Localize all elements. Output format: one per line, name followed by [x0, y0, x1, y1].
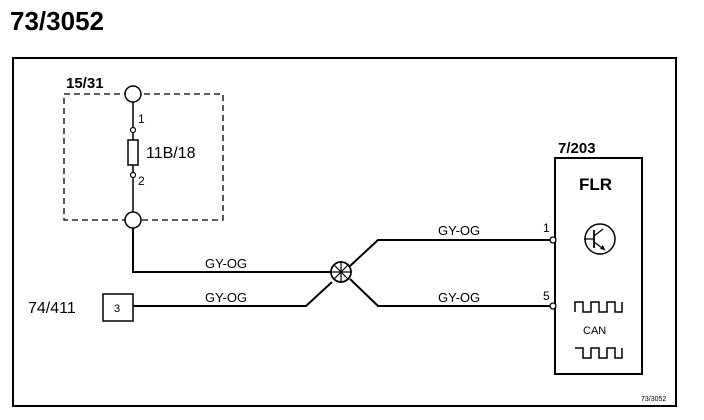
fuse-pin-bottom-label: 2: [138, 174, 145, 188]
wire-left-bottom: [133, 281, 333, 307]
module-box: [554, 157, 643, 375]
module-name: FLR: [579, 175, 612, 194]
wire-right-top: [349, 239, 550, 267]
fuse-terminal-bottom: [124, 211, 142, 229]
fuse-box-ref: 15/31: [66, 75, 104, 92]
connector-pin-box: [102, 293, 134, 322]
module-pin1-label: 1: [543, 221, 550, 235]
connector-pin: 3: [114, 303, 120, 315]
fuse-label: 11B/18: [146, 145, 196, 162]
transistor-icon: [584, 223, 616, 255]
wire-right-bottom: [349, 278, 550, 307]
fuse-pin-top-label: 1: [138, 112, 145, 126]
module-pin5-label: 5: [543, 289, 550, 303]
wire-right-bottom-label: GY-OG: [438, 290, 480, 305]
wire-left-top: [132, 228, 332, 273]
fuse-box-boundary: [63, 93, 224, 221]
wire-left-top-label: GY-OG: [205, 256, 247, 271]
footer-code: 73/3052: [641, 396, 666, 403]
fuse-icon: [127, 139, 139, 166]
wire-left-bottom-label: GY-OG: [205, 290, 247, 305]
square-wave-icon-lower: [575, 347, 623, 359]
fuse-pin-top: [129, 126, 137, 134]
connector-ref: 74/411: [28, 300, 76, 317]
module-can-label: CAN: [583, 325, 606, 337]
page-title: 73/3052: [10, 6, 104, 36]
module-pin1-terminal: [549, 236, 557, 244]
wire-right-top-label: GY-OG: [438, 223, 480, 238]
module-pin5-terminal: [549, 302, 557, 310]
square-wave-icon: [574, 301, 623, 313]
diagram-frame: [12, 57, 677, 407]
fuse-pin-bottom: [129, 171, 137, 179]
splice-icon: [330, 261, 352, 283]
module-ref: 7/203: [558, 140, 596, 157]
fuse-terminal-top: [124, 85, 142, 103]
